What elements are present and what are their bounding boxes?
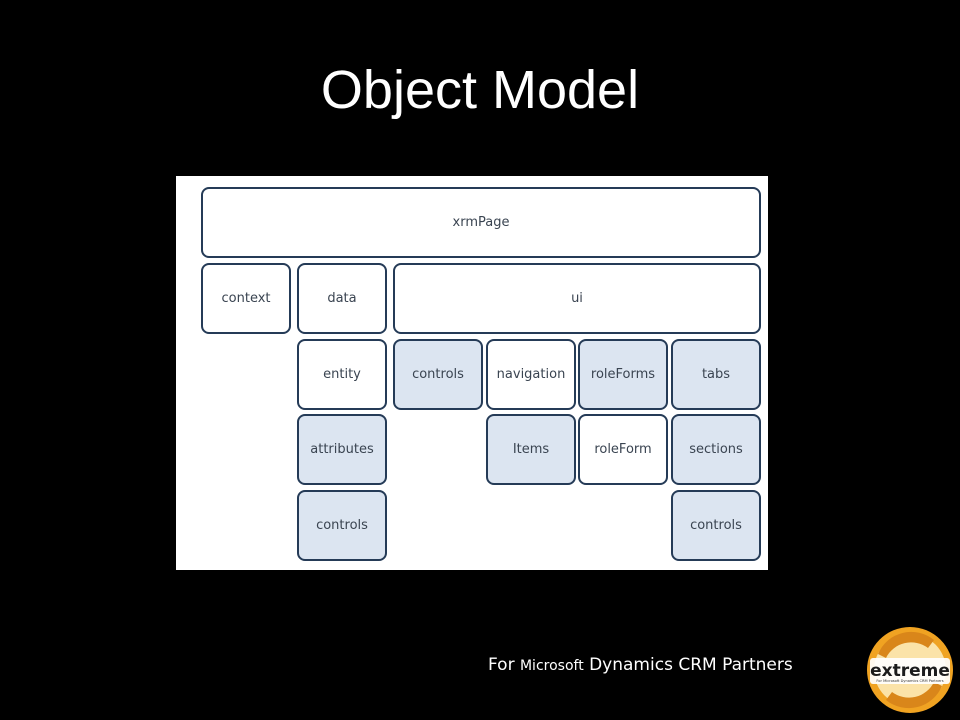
node-ui: ui (393, 263, 761, 334)
node-data: data (297, 263, 387, 334)
node-sections: sections (671, 414, 761, 485)
slide-title: Object Model (320, 60, 640, 120)
node-context: context (201, 263, 291, 334)
node-navigation: navigation (486, 339, 576, 410)
logo-word: extreme (870, 661, 950, 681)
node-entity: entity (297, 339, 387, 410)
footer-tagline: For Microsoft Dynamics CRM Partners (488, 654, 793, 677)
node-attribute-controls: controls (297, 490, 387, 561)
node-tabs: tabs (671, 339, 761, 410)
node-roleform: roleForm (578, 414, 668, 485)
object-model-diagram: xrmPage context data ui entity controls … (176, 176, 768, 570)
extreme-logo: extreme For Microsoft Dynamics CRM Partn… (867, 627, 953, 713)
logo-swoosh-bottom (886, 682, 942, 709)
logo-tagline: For Microsoft Dynamics CRM Partners (876, 679, 943, 683)
node-roleforms: roleForms (578, 339, 668, 410)
node-items: Items (486, 414, 576, 485)
footer-suffix: Dynamics CRM Partners (589, 655, 793, 675)
logo-swoosh-top (878, 631, 934, 658)
node-ui-controls: controls (393, 339, 483, 410)
logo-banner (870, 658, 950, 684)
node-xrmpage: xrmPage (201, 187, 761, 258)
node-section-controls: controls (671, 490, 761, 561)
footer-prefix: For (488, 655, 515, 675)
footer-microsoft: Microsoft (519, 658, 584, 674)
node-attributes: attributes (297, 414, 387, 485)
